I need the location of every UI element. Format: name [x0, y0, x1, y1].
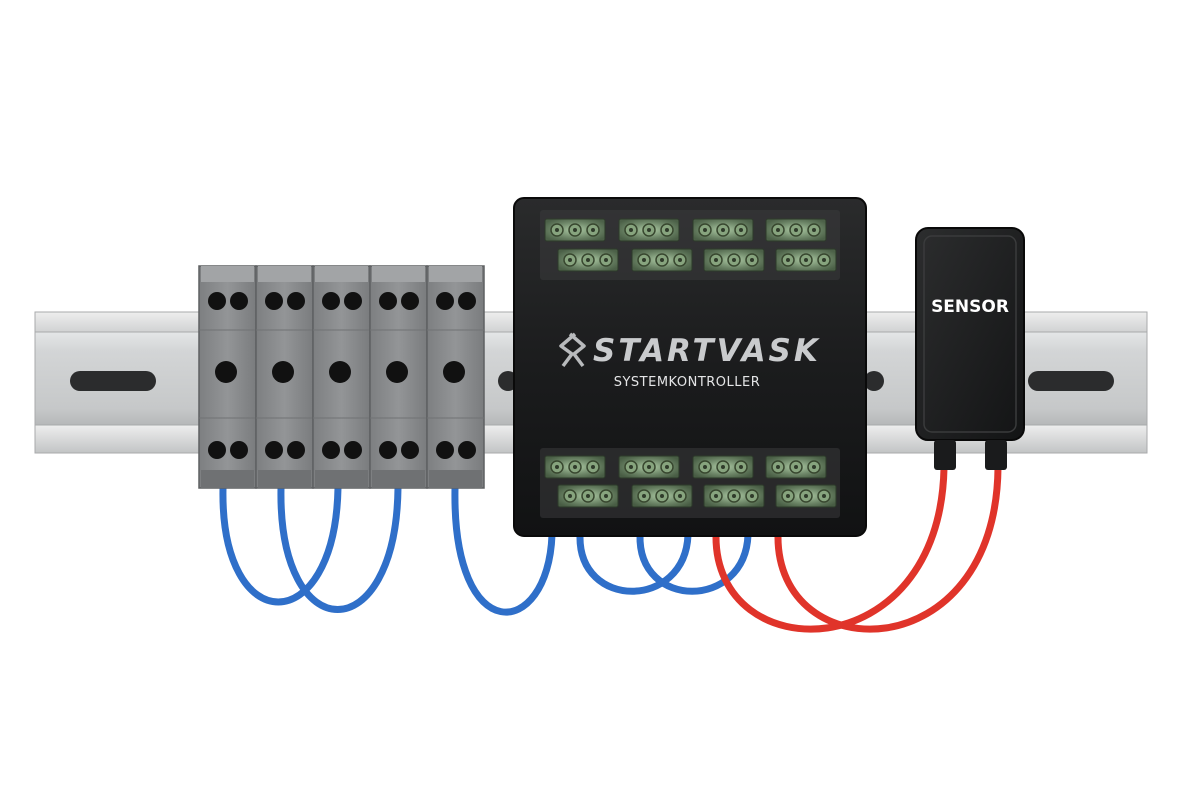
terminal-connector: [703, 248, 765, 272]
terminal-connector: [765, 218, 827, 242]
terminal-connector: [703, 484, 765, 508]
terminal-connector: [692, 218, 754, 242]
terminal-connector: [544, 218, 606, 242]
terminal-connector: [692, 455, 754, 479]
terminal-connector: [775, 484, 837, 508]
terminal-connector: [765, 455, 827, 479]
terminal-block: [198, 265, 257, 489]
rail-slot-right: [1028, 371, 1114, 391]
terminal-blocks: [198, 265, 485, 489]
sensor-label: SENSOR: [931, 297, 1009, 317]
terminal-connector: [544, 455, 606, 479]
red-wires: [712, 464, 1002, 633]
terminal-block: [312, 265, 371, 489]
startvask-logo-icon: [559, 332, 586, 368]
terminal-block: [369, 265, 428, 489]
blue-wires: [219, 484, 752, 616]
terminal-connector: [631, 484, 693, 508]
terminal-connector: [775, 248, 837, 272]
terminal-connector: [618, 218, 680, 242]
terminal-connector: [618, 455, 680, 479]
terminal-block: [255, 265, 314, 489]
terminal-connector: [631, 248, 693, 272]
terminal-connector: [557, 248, 619, 272]
terminal-connector: [557, 484, 619, 508]
system-controller: STARTVASK SYSTEMKONTROLLER: [513, 197, 867, 537]
connector-banks: [544, 218, 837, 508]
terminal-block: [426, 265, 485, 489]
controller-subtitle: SYSTEMKONTROLLER: [614, 375, 761, 390]
sensor-module: SENSOR: [915, 227, 1025, 470]
sensor-cable-gland-right: [985, 440, 1007, 470]
brand-name: STARTVASK: [593, 333, 821, 369]
sensor-cable-gland-left: [934, 440, 956, 470]
rail-slot-left: [70, 371, 156, 391]
